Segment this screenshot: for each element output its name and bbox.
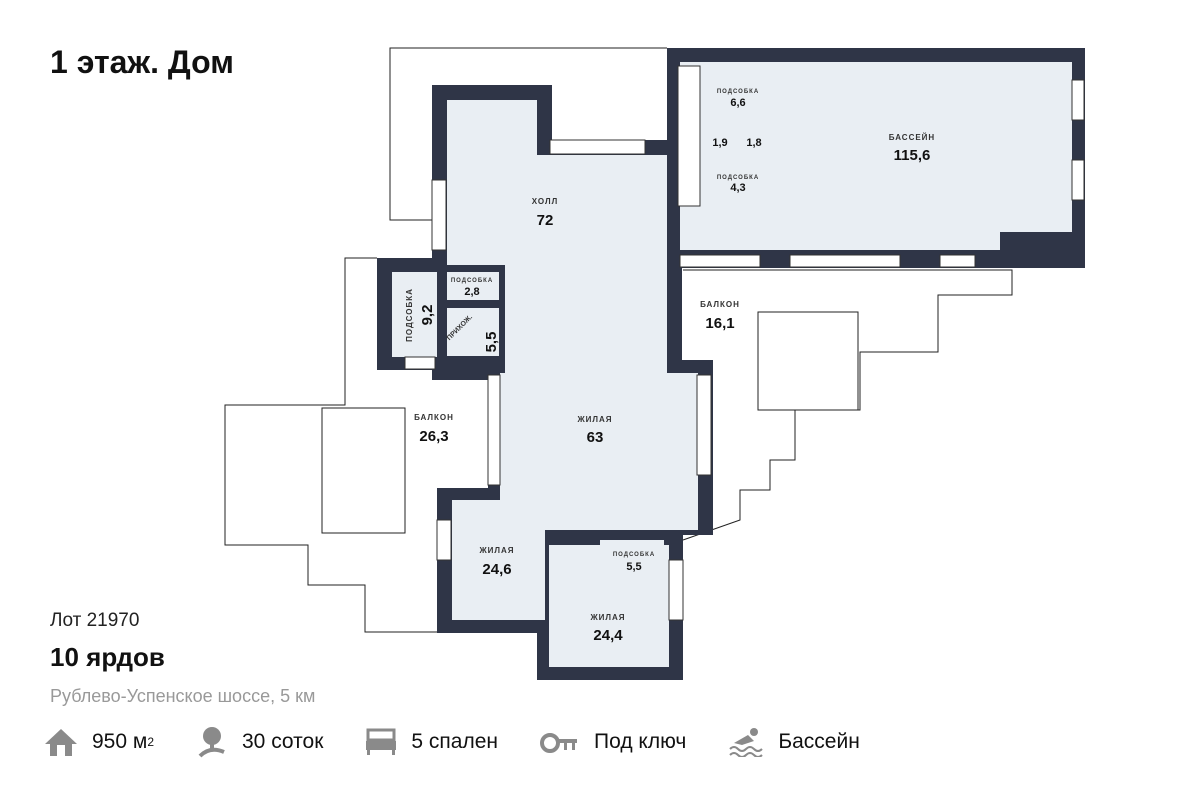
living2-area: 24,6 [482, 561, 511, 578]
feature-bedrooms: 5 спален [365, 728, 498, 756]
lot-number: Лот 21970 [50, 610, 140, 631]
swimmer-icon [729, 728, 764, 757]
storage5-label: ПОДСОБКА [613, 552, 655, 558]
hall-area: 72 [537, 212, 554, 229]
feature-land-value: 30 соток [242, 730, 324, 753]
living1-area: 63 [587, 429, 604, 446]
balcony1-label: БАЛКОН [700, 300, 740, 309]
storage3-area: 9,2 [419, 305, 436, 326]
living3-label: ЖИЛАЯ [589, 613, 625, 622]
hall-label: ХОЛЛ [532, 197, 558, 206]
bed-icon [366, 728, 397, 755]
hallway-area: 5,5 [483, 332, 500, 353]
room-fills [392, 62, 1072, 667]
balcony2-label: БАЛКОН [414, 413, 454, 422]
storage3-label: ПОДСОБКА [405, 288, 414, 342]
storage1-label: ПОДСОБКА [717, 89, 759, 95]
key-icon [540, 733, 578, 753]
feature-bedrooms-value: 5 спален [411, 730, 499, 753]
page-title: 1 этаж. Дом [50, 44, 234, 80]
windows [404, 65, 1085, 621]
storage5-area: 5,5 [626, 561, 641, 573]
feature-pool: Бассейн [728, 727, 860, 757]
small1-area: 1,9 [712, 137, 727, 149]
storage2-label: ПОДСОБКА [717, 175, 759, 181]
feature-area-unit-sup: 2 [147, 735, 154, 749]
storage4-area: 2,8 [464, 286, 479, 298]
living3-area: 24,4 [593, 627, 623, 644]
tree-icon [198, 727, 225, 758]
storage4-label: ПОДСОБКА [451, 278, 493, 284]
property-name: 10 ярдов [50, 642, 165, 672]
house-icon [45, 729, 77, 756]
storage2-area: 4,3 [730, 182, 745, 194]
feature-area-value: 950 м [92, 730, 148, 753]
pool-label: БАССЕЙН [889, 133, 935, 142]
storage1-area: 6,6 [730, 97, 745, 109]
feature-pool-value: Бассейн [778, 730, 860, 753]
small2-area: 1,8 [746, 137, 761, 149]
feature-finish-value: Под ключ [594, 730, 687, 753]
living1-label: ЖИЛАЯ [576, 415, 612, 424]
feature-land: 30 соток [196, 726, 323, 758]
living2-label: ЖИЛАЯ [478, 546, 514, 555]
room-labels: БАССЕЙН 115,6 ХОЛЛ 72 ПОДСОБКА 6,6 1,9 1… [405, 89, 935, 644]
address: Рублево-Успенское шоссе, 5 км [50, 686, 316, 706]
feature-finish: Под ключ [540, 730, 686, 754]
balcony2-area: 26,3 [419, 428, 448, 445]
balcony1-area: 16,1 [705, 315, 734, 332]
pool-area: 115,6 [894, 147, 931, 164]
